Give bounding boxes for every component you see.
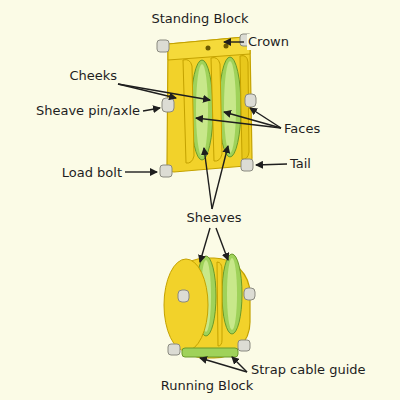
leader-arrow bbox=[143, 108, 160, 111]
part-label: Standing Block bbox=[150, 11, 249, 27]
part-label: Crown bbox=[247, 34, 290, 50]
leader-arrow bbox=[204, 148, 212, 209]
cheek bbox=[217, 262, 222, 346]
hole bbox=[206, 46, 211, 51]
sheave bbox=[191, 60, 213, 160]
sheave-groove bbox=[196, 64, 208, 156]
part-label: Running Block bbox=[160, 378, 255, 394]
bolt bbox=[168, 344, 180, 355]
part-label: Strap cable guide bbox=[250, 362, 367, 378]
cheek bbox=[183, 60, 194, 164]
crown bbox=[168, 37, 250, 60]
hole bbox=[224, 44, 229, 49]
part-label: Faces bbox=[283, 121, 321, 137]
leader-arrow bbox=[224, 41, 244, 42]
leader-arrow bbox=[224, 112, 281, 128]
sheave bbox=[219, 57, 241, 157]
part-label: Load bolt bbox=[61, 165, 123, 181]
leader-arrow bbox=[256, 164, 287, 165]
sheave bbox=[222, 254, 242, 334]
sheave-groove bbox=[227, 258, 237, 330]
bolt bbox=[157, 40, 169, 52]
cheek bbox=[211, 58, 222, 162]
part-label: Cheeks bbox=[68, 68, 118, 84]
bolts bbox=[157, 34, 256, 177]
leader-arrows bbox=[118, 42, 287, 372]
standing-block bbox=[167, 37, 252, 172]
bolt bbox=[238, 340, 250, 351]
axle bbox=[178, 290, 189, 302]
bolt bbox=[160, 165, 172, 177]
part-label: Sheave pin/axle bbox=[35, 103, 141, 119]
leader-arrow bbox=[200, 228, 210, 262]
leader-arrow bbox=[196, 118, 281, 128]
axle bbox=[245, 94, 256, 107]
block-body bbox=[167, 37, 252, 172]
sheave-groove bbox=[224, 61, 236, 153]
leader-arrow bbox=[216, 228, 228, 260]
part-label: Sheaves bbox=[186, 210, 243, 226]
leader-arrow bbox=[118, 84, 210, 100]
leader-arrow bbox=[212, 146, 228, 209]
leader-arrow bbox=[125, 171, 157, 172]
leader-arrow bbox=[200, 358, 247, 372]
bolt bbox=[241, 159, 253, 171]
strap-cable-guide bbox=[182, 348, 238, 357]
front-cheek bbox=[164, 259, 208, 351]
axle bbox=[162, 98, 174, 112]
part-label: Tail bbox=[289, 156, 312, 172]
cheek bbox=[240, 56, 249, 160]
axle bbox=[244, 288, 255, 300]
running-block bbox=[164, 254, 255, 358]
